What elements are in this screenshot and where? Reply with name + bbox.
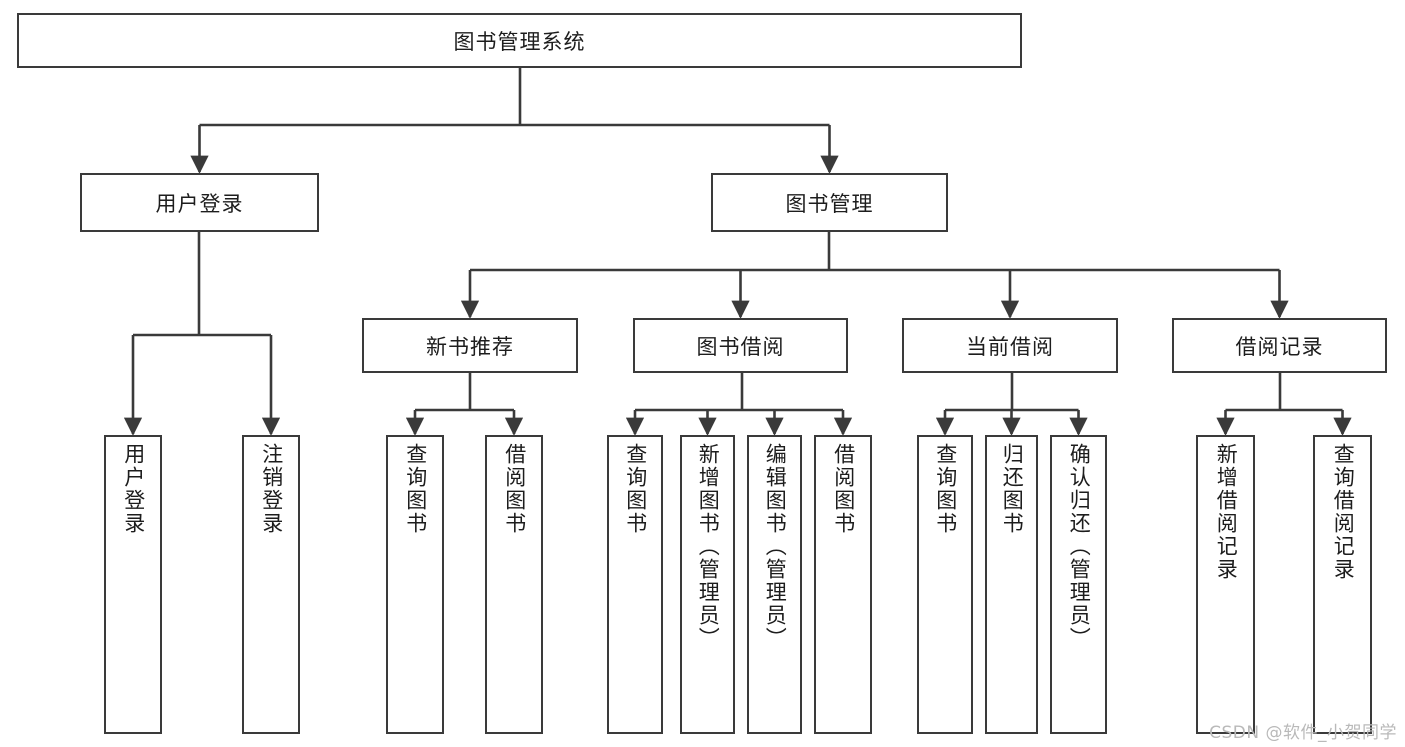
leaf-current-query-book-label: 查询图书 [933, 443, 958, 535]
csdn-watermark: CSDN @软件_小贺同学 [1209, 723, 1397, 743]
leaf-current-confirm-return-label: 确认归还（管理员） [1067, 443, 1092, 650]
node-current-borrow[interactable]: 当前借阅 [902, 318, 1118, 373]
leaf-borrow-lend-book[interactable]: 借阅图书 [814, 435, 872, 734]
leaf-borrow-edit-book[interactable]: 编辑图书（管理员） [747, 435, 802, 734]
leaf-records-query-record[interactable]: 查询借阅记录 [1313, 435, 1372, 734]
leaf-user-logout-label: 注销登录 [259, 443, 284, 535]
node-root-label: 图书管理系统 [453, 29, 586, 54]
leaf-user-login[interactable]: 用户登录 [104, 435, 162, 734]
node-new-book-recommend-label: 新书推荐 [426, 334, 514, 359]
leaf-user-login-label: 用户登录 [121, 443, 146, 535]
leaf-records-add-record-label: 新增借阅记录 [1214, 443, 1239, 581]
node-borrow-records-label: 借阅记录 [1235, 334, 1324, 359]
node-new-book-recommend[interactable]: 新书推荐 [362, 318, 578, 373]
leaf-current-query-book[interactable]: 查询图书 [917, 435, 973, 734]
node-root[interactable]: 图书管理系统 [17, 13, 1022, 68]
leaf-borrow-lend-book-label: 借阅图书 [831, 443, 856, 535]
leaf-current-return-book-label: 归还图书 [1000, 443, 1025, 535]
leaf-borrow-edit-book-label: 编辑图书（管理员） [763, 443, 788, 650]
leaf-borrow-add-book-label: 新增图书（管理员） [696, 443, 721, 650]
leaf-records-add-record[interactable]: 新增借阅记录 [1196, 435, 1255, 734]
node-user-login-label: 用户登录 [155, 191, 244, 216]
leaf-newbook-query-book[interactable]: 查询图书 [386, 435, 444, 734]
leaf-records-query-record-label: 查询借阅记录 [1331, 443, 1356, 581]
leaf-borrow-add-book[interactable]: 新增图书（管理员） [680, 435, 735, 734]
leaf-newbook-borrow-book-label: 借阅图书 [502, 443, 527, 535]
node-book-management[interactable]: 图书管理 [711, 173, 948, 232]
leaf-borrow-query-book-label: 查询图书 [623, 443, 648, 535]
leaf-borrow-query-book[interactable]: 查询图书 [607, 435, 663, 734]
node-borrow-records[interactable]: 借阅记录 [1172, 318, 1387, 373]
node-user-login[interactable]: 用户登录 [80, 173, 319, 232]
leaf-current-return-book[interactable]: 归还图书 [985, 435, 1038, 734]
leaf-newbook-query-book-label: 查询图书 [403, 443, 428, 535]
node-current-borrow-label: 当前借阅 [966, 334, 1054, 359]
node-book-borrow-label: 图书借阅 [696, 334, 785, 359]
node-book-management-label: 图书管理 [785, 191, 874, 216]
node-book-borrow[interactable]: 图书借阅 [633, 318, 848, 373]
leaf-newbook-borrow-book[interactable]: 借阅图书 [485, 435, 543, 734]
leaf-current-confirm-return[interactable]: 确认归还（管理员） [1050, 435, 1107, 734]
leaf-user-logout[interactable]: 注销登录 [242, 435, 300, 734]
